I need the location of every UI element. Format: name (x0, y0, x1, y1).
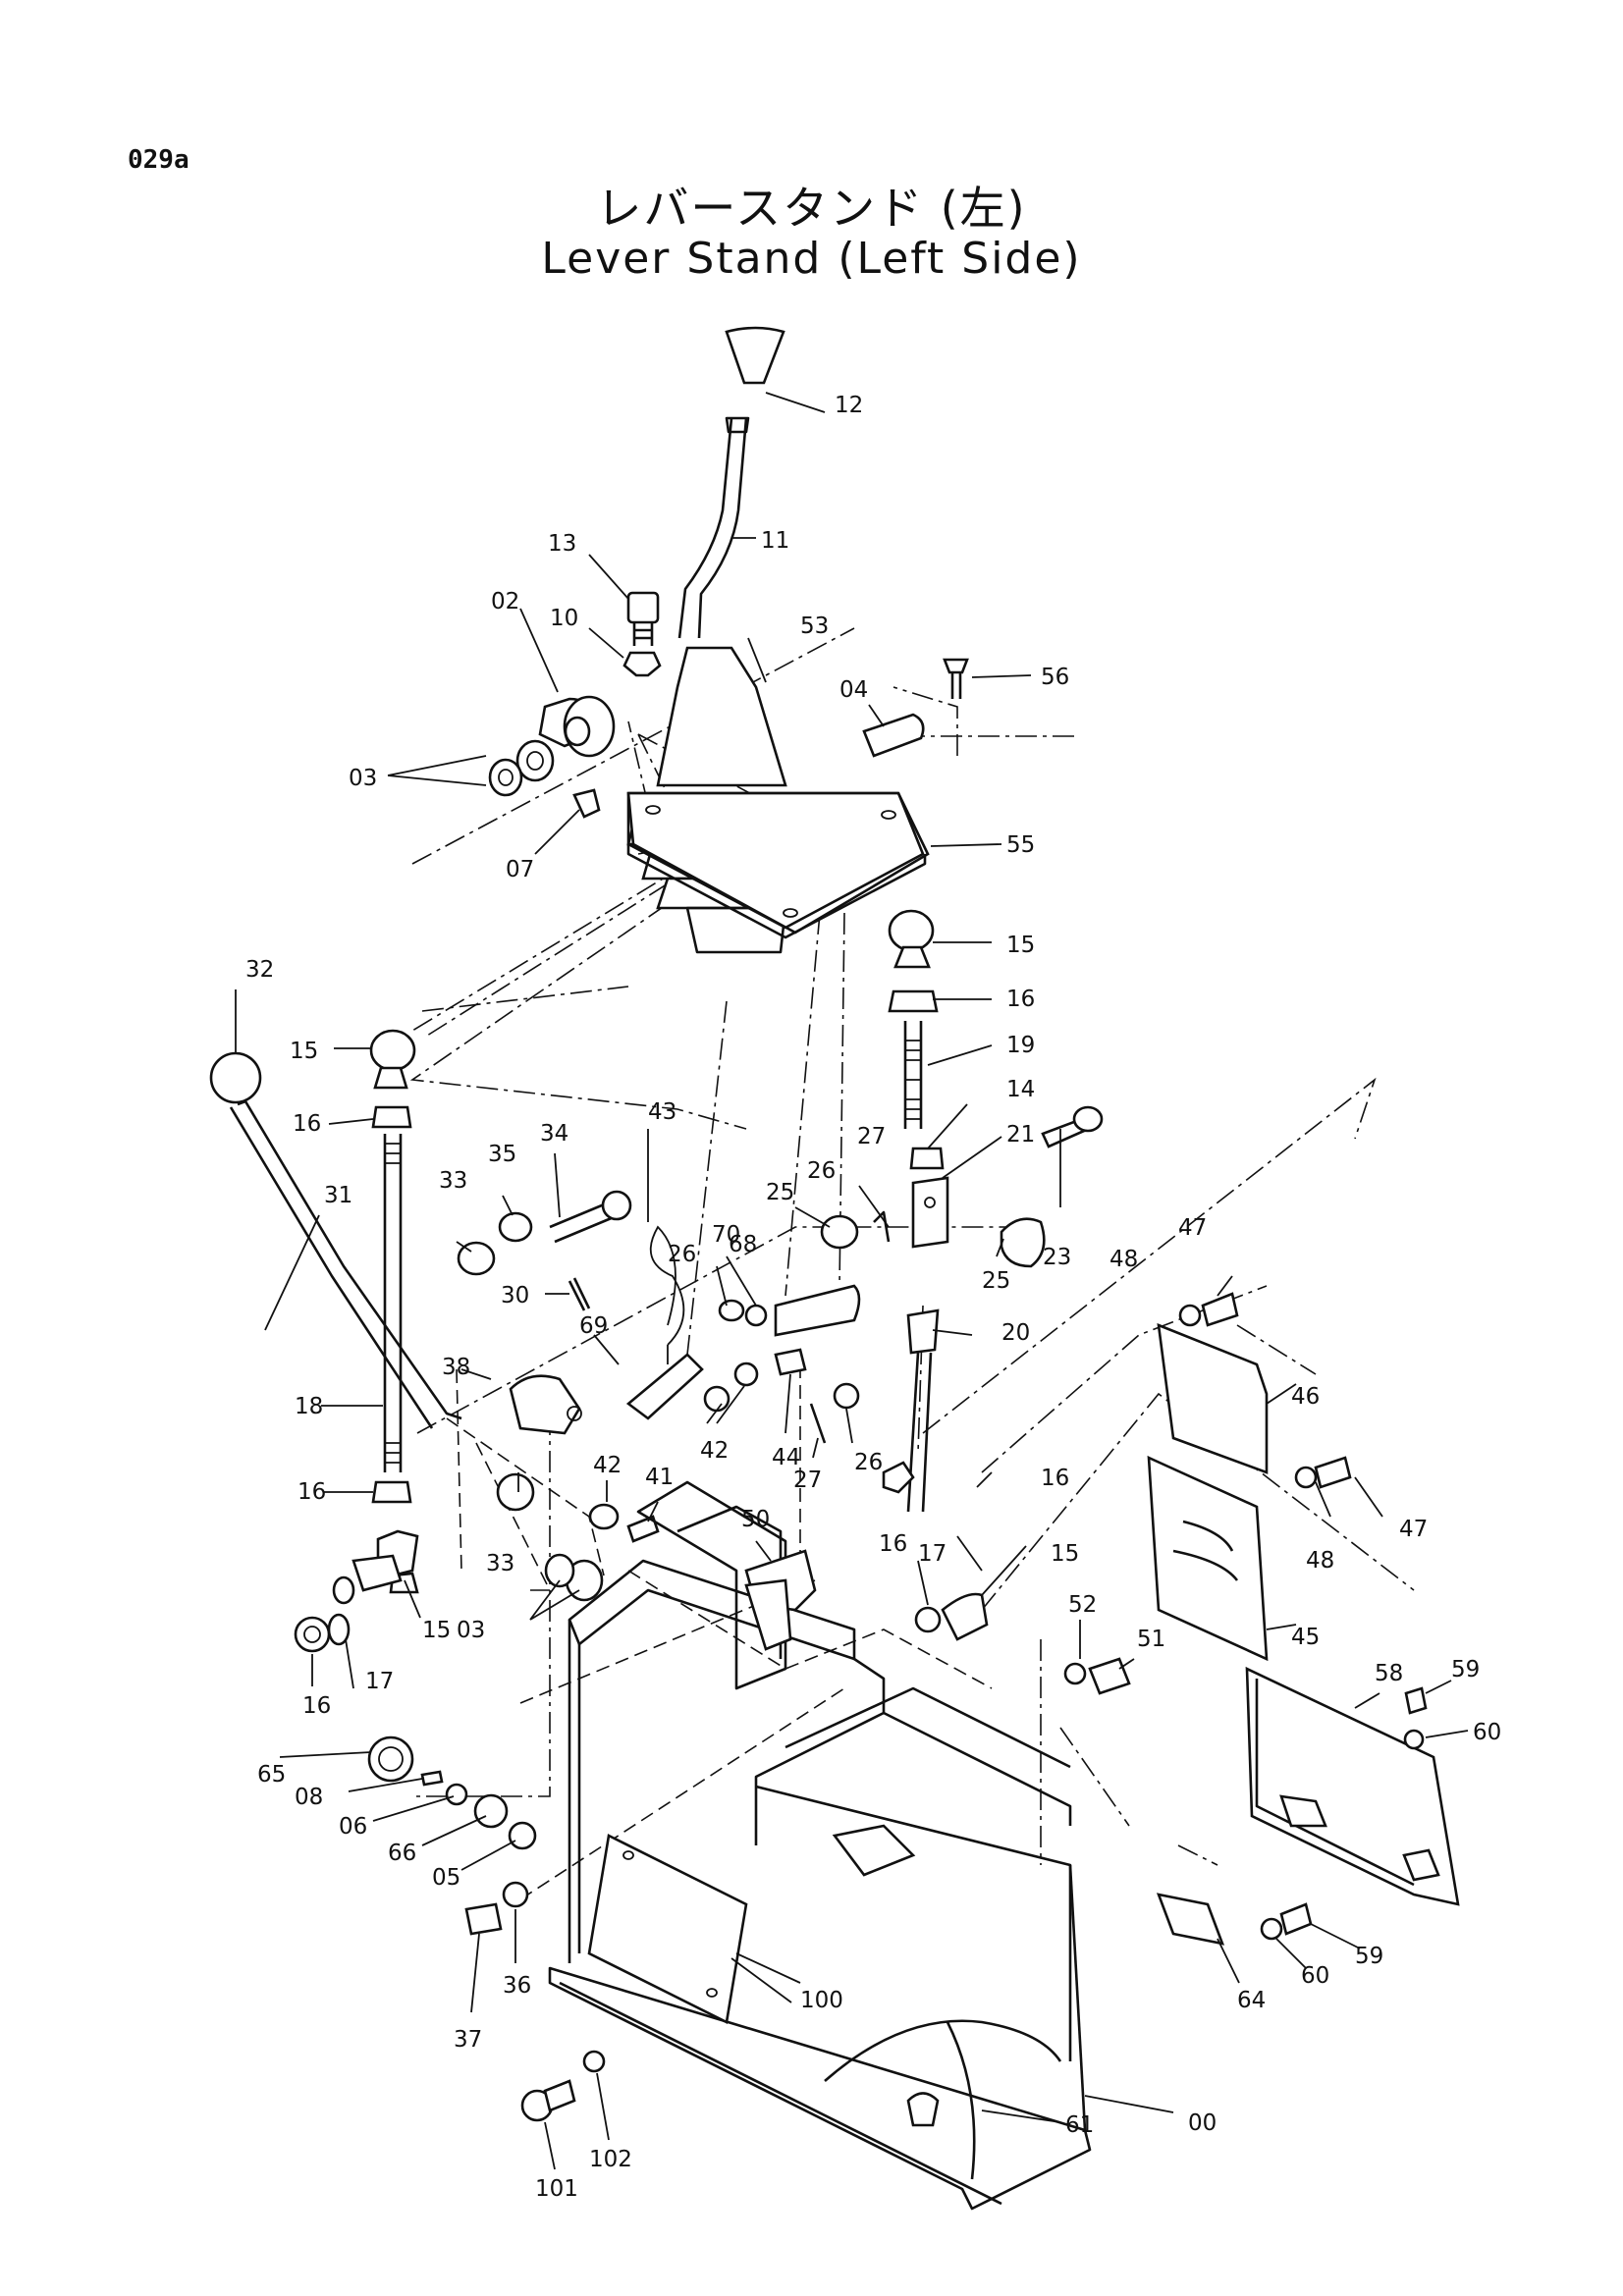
callout-52: 52 (1068, 1592, 1097, 1618)
callout-47-upper: 47 (1178, 1215, 1207, 1241)
callout-15-left-lower: 15 (422, 1618, 451, 1643)
callout-13: 13 (548, 531, 576, 557)
callout-102: 102 (589, 2147, 632, 2172)
callout-59-upper: 59 (1451, 1657, 1480, 1682)
page-code: 029a (128, 145, 189, 175)
callout-12: 12 (835, 393, 863, 418)
callout-10: 10 (550, 606, 578, 631)
upper-hardware (488, 591, 969, 819)
callout-21: 21 (1006, 1122, 1035, 1148)
callout-61: 61 (1065, 2112, 1094, 2138)
callout-66: 66 (388, 1841, 416, 1866)
callout-07: 07 (506, 857, 534, 882)
callout-16-left-a: 16 (293, 1111, 321, 1137)
callout-60-upper: 60 (1473, 1720, 1501, 1745)
callout-46: 46 (1291, 1384, 1320, 1410)
callout-26-b: 26 (807, 1158, 836, 1184)
title-english: Lever Stand (Left Side) (541, 234, 1082, 284)
callout-43: 43 (648, 1099, 676, 1125)
callout-16-right-b: 16 (1041, 1466, 1069, 1491)
callout-14: 14 (1006, 1077, 1035, 1102)
callout-17-left: 17 (365, 1669, 394, 1694)
callout-42-center: 42 (700, 1438, 729, 1464)
callout-16-right-c: 16 (879, 1531, 907, 1557)
callout-33-upper: 33 (439, 1168, 467, 1194)
callout-19: 19 (1006, 1033, 1035, 1058)
callout-23: 23 (1043, 1245, 1071, 1270)
callout-20: 20 (1001, 1320, 1030, 1346)
callout-48-upper: 48 (1109, 1247, 1138, 1272)
callout-00: 00 (1188, 2110, 1217, 2136)
right-rod-assembly (888, 909, 1104, 1513)
callout-58: 58 (1375, 1661, 1403, 1686)
callout-15-right-lower: 15 (1051, 1541, 1079, 1567)
callout-11: 11 (761, 528, 789, 554)
callout-51: 51 (1137, 1627, 1165, 1652)
lever-stand-body (548, 1480, 1225, 2211)
leader-lines (235, 392, 1469, 2170)
callout-41: 41 (645, 1465, 674, 1490)
callout-59-lower: 59 (1355, 1944, 1383, 1969)
assembly-lines (409, 627, 1415, 1900)
callout-26-a: 26 (668, 1242, 696, 1267)
callout-33-lower: 33 (486, 1551, 514, 1576)
callout-labels: 00 02 03 03 04 05 06 07 08 10 11 12 13 1… (245, 393, 1501, 2202)
callout-06: 06 (339, 1814, 367, 1840)
callout-03-upper: 03 (349, 766, 377, 791)
callout-31: 31 (324, 1183, 352, 1208)
callout-16-left-b: 16 (298, 1479, 326, 1505)
left-lever-assembly (209, 1029, 891, 1653)
callout-04: 04 (839, 677, 868, 703)
callout-101: 101 (535, 2176, 578, 2202)
callout-32: 32 (245, 957, 274, 983)
callout-16-right-upper: 16 (1006, 987, 1035, 1012)
callout-08: 08 (295, 1785, 323, 1810)
callout-48-lower: 48 (1306, 1548, 1334, 1574)
callout-27-lower: 27 (793, 1468, 822, 1493)
callout-25-left: 25 (766, 1180, 794, 1205)
callout-38: 38 (442, 1355, 470, 1380)
callout-02: 02 (491, 589, 519, 614)
callout-36: 36 (503, 1973, 531, 1999)
callout-42-left: 42 (593, 1453, 622, 1478)
callout-69: 69 (579, 1313, 608, 1339)
callout-37: 37 (454, 2027, 482, 2053)
callout-05: 05 (432, 1865, 460, 1891)
title-japanese: レバースタンド (左) (596, 182, 1027, 235)
callout-60-lower: 60 (1301, 1963, 1329, 1989)
callout-55: 55 (1006, 832, 1035, 858)
callout-18: 18 (295, 1394, 323, 1419)
callout-16-left-c: 16 (302, 1693, 331, 1719)
callout-47-lower: 47 (1399, 1517, 1428, 1542)
callout-30: 30 (501, 1283, 529, 1308)
callout-56: 56 (1041, 665, 1069, 690)
side-covers (1147, 1292, 1460, 1941)
callout-34: 34 (540, 1121, 568, 1147)
callout-70: 70 (712, 1222, 740, 1248)
callout-15-right-upper: 15 (1006, 933, 1035, 958)
callout-03-lower: 03 (457, 1618, 485, 1643)
callout-50: 50 (741, 1507, 770, 1532)
callout-17-right: 17 (918, 1541, 947, 1567)
callout-65: 65 (257, 1762, 286, 1788)
callout-27-upper: 27 (857, 1124, 886, 1149)
callout-64: 64 (1237, 1988, 1266, 2013)
callout-45: 45 (1291, 1625, 1320, 1650)
callout-25-right: 25 (982, 1268, 1010, 1294)
lower-left-hardware (332, 1461, 1131, 2122)
callout-44: 44 (772, 1445, 800, 1470)
callout-26-c: 26 (854, 1450, 883, 1475)
callout-100: 100 (800, 1988, 843, 2013)
callout-35: 35 (488, 1142, 516, 1167)
control-lever-assembly (626, 326, 930, 954)
callout-53: 53 (800, 614, 829, 639)
callout-15-left-upper: 15 (290, 1039, 318, 1064)
callout-68: 68 (729, 1232, 757, 1257)
